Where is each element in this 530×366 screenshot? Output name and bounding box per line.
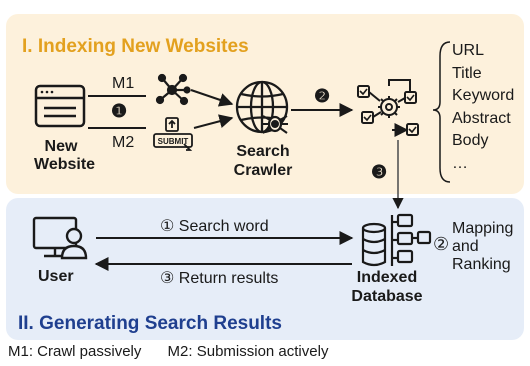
website-icon: [34, 84, 86, 128]
legend-m1: M1: Crawl passively: [8, 343, 142, 360]
user-label: User: [38, 268, 74, 285]
search-crawler-label: Search Crawler: [226, 142, 300, 180]
return-results-label: ③ Return results: [160, 270, 279, 287]
m2-label: M2: [112, 134, 135, 151]
new-website-label: New Website: [34, 138, 96, 174]
gear-network-icon: [357, 79, 419, 137]
user-icon: [32, 216, 88, 260]
field-item: Abstract: [452, 109, 511, 127]
indexed-database-line-1: Indexed: [356, 269, 418, 286]
search-panel: [6, 198, 524, 340]
new-website-line-1: New: [44, 138, 78, 155]
search-crawler-line-1: Search: [236, 143, 290, 160]
mapping-line-2: and: [452, 238, 479, 255]
submit-icon: [153, 117, 193, 151]
submit-badge: SUBMIT: [158, 137, 189, 146]
indexing-panel: [6, 14, 524, 194]
indexing-section-title: I. Indexing New Websites: [22, 36, 249, 57]
new-website-line-2: Website: [34, 156, 96, 173]
database-icon: [361, 213, 432, 267]
step2-marker: ❷: [314, 86, 331, 106]
search-word-label: ① Search word: [160, 218, 269, 235]
m1-label: M1: [112, 75, 135, 92]
spider-icon: [262, 115, 288, 134]
field-item: …: [452, 154, 468, 172]
legend-m2: M2: Submission actively: [167, 343, 329, 360]
crawler-icon: [235, 80, 289, 134]
mapping-line-1: Mapping: [452, 220, 514, 237]
mapping-line-3: Ranking: [452, 256, 511, 273]
method-legend: M1: Crawl passively M2: Submission activ…: [8, 343, 350, 360]
step3-marker: ❸: [371, 162, 388, 182]
index-fields-list: URL Title Keyword Abstract Body …: [452, 40, 514, 175]
m2-arrow: [193, 114, 234, 129]
step1-marker: ❶: [111, 101, 128, 121]
field-item: URL: [452, 42, 485, 59]
search-section-title: II. Generating Search Results: [18, 313, 282, 334]
search-crawler-line-2: Crawler: [233, 162, 293, 179]
indexed-database-line-2: Database: [351, 288, 423, 305]
network-icon: [155, 73, 191, 106]
m1-arrow: [190, 89, 234, 107]
mapping-step-marker: ②: [433, 234, 450, 254]
field-item: Keyword: [452, 87, 515, 104]
mapping-ranking-label: Mapping and Ranking: [452, 220, 513, 274]
field-item: Title: [452, 64, 482, 82]
indexed-database-label: Indexed Database: [342, 268, 432, 306]
field-item: Body: [452, 132, 489, 149]
fields-bracket: [432, 41, 451, 183]
